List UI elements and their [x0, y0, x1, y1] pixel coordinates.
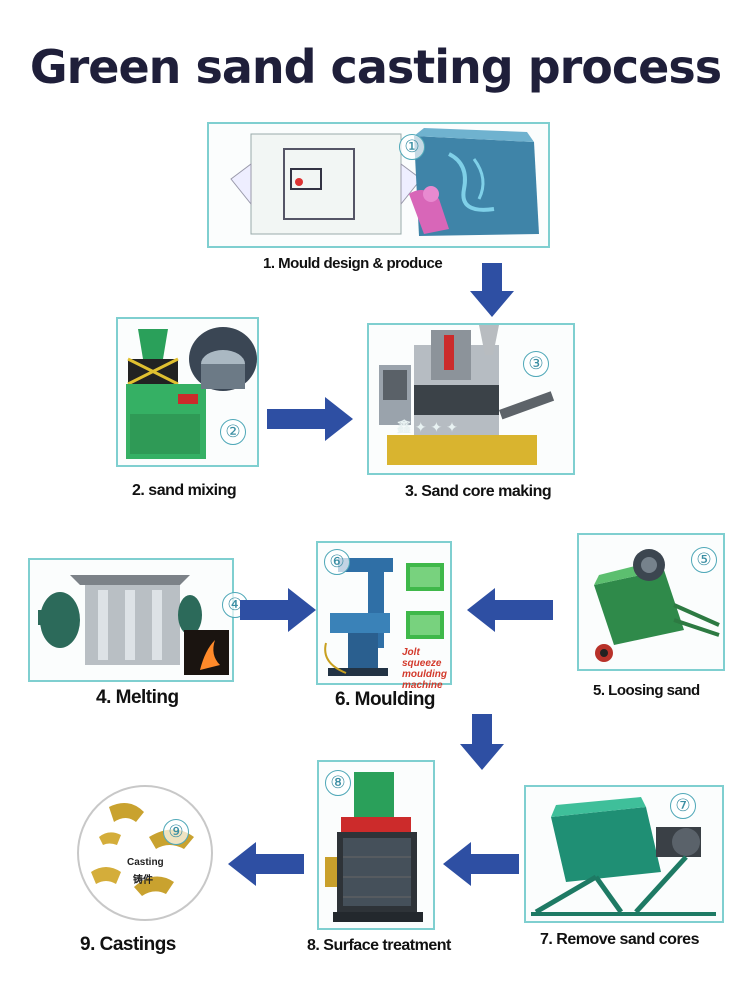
- step-9-marker: ⑨: [163, 819, 189, 845]
- step-7-marker: ⑦: [670, 793, 696, 819]
- arrow-right-4-to-6: [240, 588, 316, 632]
- furnace-drawing: [38, 575, 229, 675]
- moulding-machine-label: Jolt squeeze moulding machine: [402, 647, 447, 691]
- core-remover-drawing: [531, 797, 716, 916]
- arrow-left-5-to-6: [467, 588, 553, 632]
- step-7-caption: 7. Remove sand cores: [540, 931, 699, 948]
- step-2-panel: ②: [116, 317, 259, 467]
- step-3-panel: ③ 鑫 ✦ ✦ ✦: [367, 323, 575, 475]
- arrow-down-6-to-8: [460, 714, 504, 770]
- castings-drawing: [91, 803, 194, 896]
- sand-mixer-drawing: [126, 327, 257, 459]
- arrow-right-2-to-3: [267, 397, 353, 441]
- step-4-panel: ④: [28, 558, 248, 682]
- arrow-left-8-to-9: [228, 842, 304, 886]
- step-1-marker: ①: [399, 134, 425, 160]
- page-title: Green sand casting process: [29, 40, 722, 94]
- step-4-caption: 4. Melting: [96, 687, 179, 708]
- step-7-panel: ⑦: [524, 785, 724, 923]
- step-1-panel: ①: [207, 122, 550, 248]
- step-2-caption: 2. sand mixing: [132, 482, 237, 499]
- mould-drawing: [230, 128, 539, 236]
- castings-label-en: Casting: [127, 857, 164, 868]
- step-5-caption: 5. Loosing sand: [593, 682, 700, 699]
- watermark-text: 鑫 ✦ ✦ ✦: [397, 419, 458, 435]
- step-3-caption: 3. Sand core making: [405, 483, 552, 500]
- step-9-panel: ⑨ Casting 铸件: [77, 785, 213, 921]
- step-6-panel: ⑥ Jolt squeeze moulding machine: [316, 541, 452, 691]
- step-1-caption: 1. Mould design & produce: [263, 255, 443, 272]
- castings-label-zh: 铸件: [133, 875, 153, 886]
- shot-blast-machine-drawing: [325, 772, 423, 922]
- core-machine-drawing: [379, 325, 555, 465]
- step-9-caption: 9. Castings: [80, 934, 176, 955]
- step-8-caption: 8. Surface treatment: [307, 937, 451, 954]
- step-6-marker: ⑥: [324, 549, 350, 575]
- arrow-left-7-to-8: [443, 842, 519, 886]
- moulding-machine-drawing: [324, 558, 444, 676]
- step-6-caption: 6. Moulding: [335, 689, 436, 710]
- arrow-down-1-to-3: [470, 263, 514, 317]
- step-3-marker: ③: [523, 351, 549, 377]
- step-8-panel: ⑧: [317, 760, 435, 930]
- sand-loosener-drawing: [594, 549, 720, 662]
- step-5-marker: ⑤: [691, 547, 717, 573]
- step-2-marker: ②: [220, 419, 246, 445]
- step-5-panel: ⑤: [577, 533, 725, 671]
- step-8-marker: ⑧: [325, 770, 351, 796]
